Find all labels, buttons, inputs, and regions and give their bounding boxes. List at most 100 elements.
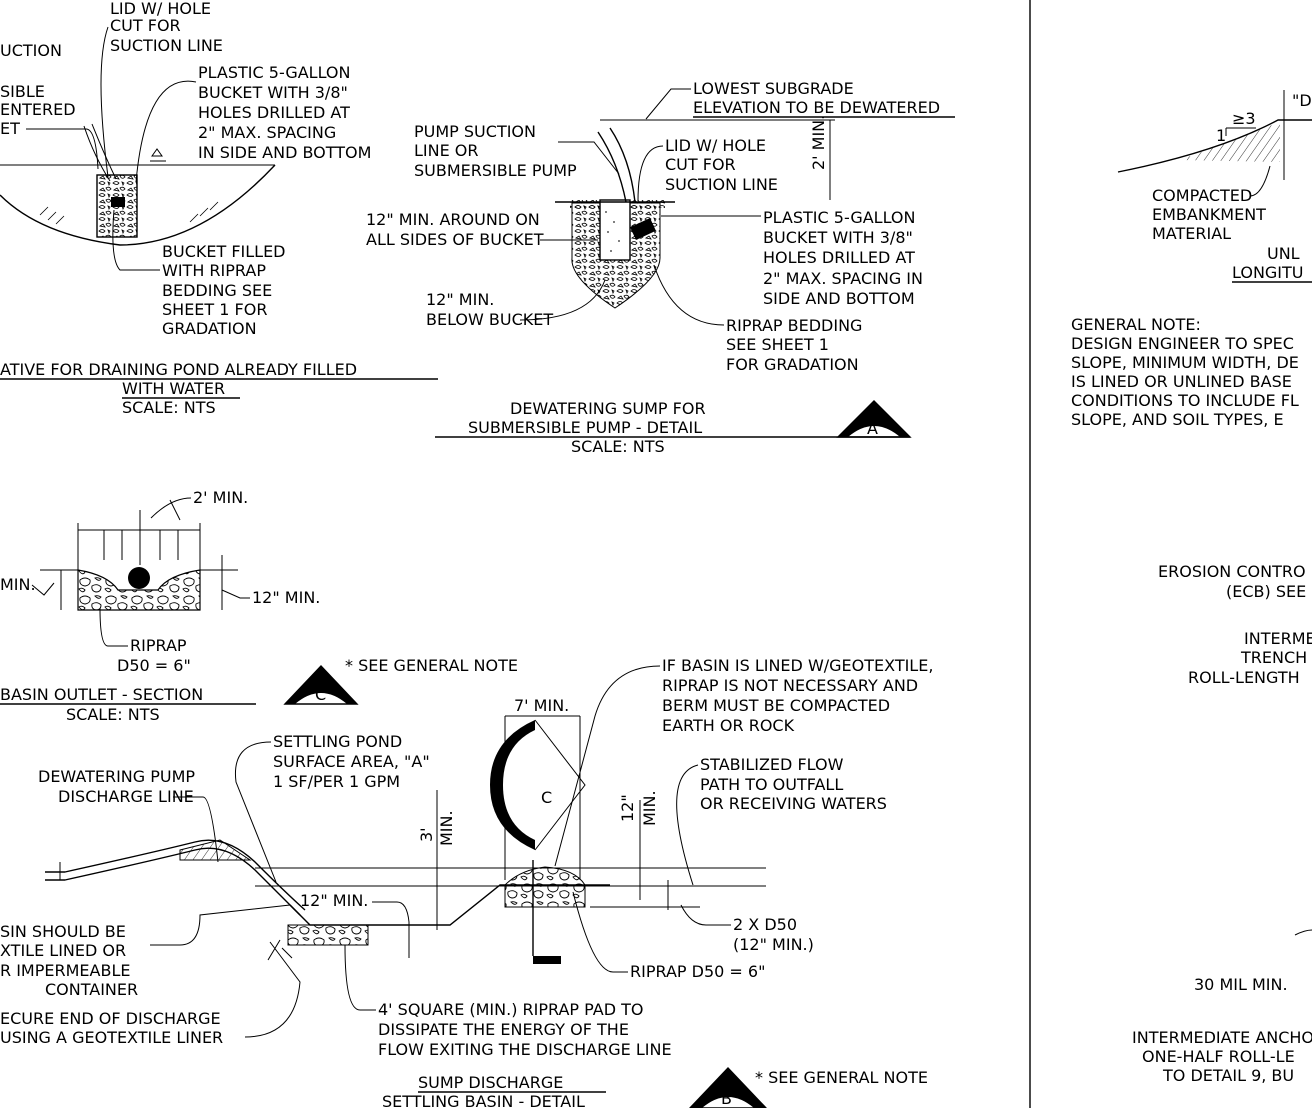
b-basin-4: CONTAINER: [45, 980, 138, 999]
c-min-left: MIN.: [0, 575, 36, 594]
a-riprap-1: RIPRAP BEDDING: [726, 316, 862, 335]
alt-filled-label-5: GRADATION: [162, 319, 257, 338]
b-lined-2: RIPRAP IS NOT NECESSARY AND: [662, 676, 918, 695]
a-title-2: SUBMERSIBLE PUMP - DETAIL: [468, 418, 702, 437]
b-berm-tag: C: [541, 788, 552, 807]
b-pump-1: DEWATERING PUMP: [38, 767, 195, 786]
r-general-note: GENERAL NOTE:: [1071, 315, 1201, 334]
r-note-3: IS LINED OR UNLINED BASE: [1071, 372, 1292, 391]
c-see-note: * SEE GENERAL NOTE: [345, 656, 518, 675]
r-interm-3: ROLL-LENGTH: [1188, 668, 1300, 687]
right-panel: "D ≥3 1 COMPACTED EMBANKMENT MATERIAL UN…: [1071, 90, 1312, 1085]
r-compacted-3: MATERIAL: [1152, 224, 1231, 243]
r-longitu: LONGITU: [1232, 263, 1304, 282]
a-scale: SCALE: NTS: [571, 437, 665, 456]
r-interm-2: TRENCH: [1240, 648, 1307, 667]
b-seven-min: 7' MIN.: [514, 696, 569, 715]
b-flow-1: STABILIZED FLOW: [700, 755, 844, 774]
b-riprap-d50: RIPRAP D50 = 6": [630, 962, 765, 981]
a-riprap-2: SEE SHEET 1: [726, 335, 829, 354]
alt-left-label-1: UCTION: [0, 41, 62, 60]
a-bucket-1: PLASTIC 5-GALLON: [763, 208, 915, 227]
a-lowest-2: ELEVATION TO BE DEWATERED: [693, 98, 940, 117]
alt-filled-label-3: BEDDING SEE: [162, 281, 272, 300]
a-bucket-4: 2" MAX. SPACING IN: [763, 269, 923, 288]
b-pond-3: 1 SF/PER 1 GPM: [273, 772, 400, 791]
r-note-2: SLOPE, MINIMUM WIDTH, DE: [1071, 353, 1299, 372]
b-twelve-num: 12": [618, 794, 637, 822]
r-interm-1: INTERME: [1244, 629, 1312, 648]
r-d-quote: "D: [1292, 91, 1312, 110]
a-lid-2: CUT FOR: [665, 155, 736, 174]
alt-bucket-label-3: HOLES DRILLED AT: [198, 103, 350, 122]
b-basin-1: SIN SHOULD BE: [0, 922, 126, 941]
r-unl: UNL: [1267, 244, 1300, 263]
r-note-5: SLOPE, AND SOIL TYPES, E: [1071, 410, 1284, 429]
r-ratio-3: ≥3: [1232, 109, 1256, 128]
b-secure-2: USING A GEOTEXTILE LINER: [0, 1028, 223, 1047]
c-twelve-min: 12" MIN.: [252, 588, 320, 607]
b-twelve-txt: MIN.: [640, 790, 659, 826]
b-pond-1: SETTLING POND: [273, 732, 402, 751]
a-riprap-3: FOR GRADATION: [726, 355, 859, 374]
a-lowest-1: LOWEST SUBGRADE: [693, 79, 854, 98]
r-note-4: CONDITIONS TO INCLUDE FL: [1071, 391, 1299, 410]
detail-b: IF BASIN IS LINED W/GEOTEXTILE, RIPRAP I…: [0, 656, 933, 1108]
c-d50: D50 = 6": [117, 656, 191, 675]
a-tag: A: [867, 419, 878, 438]
b-title-1: SUMP DISCHARGE: [418, 1073, 563, 1092]
alt-filled-label-1: BUCKET FILLED: [162, 242, 286, 261]
a-around-1: 12" MIN. AROUND ON: [366, 210, 540, 229]
alt-bucket-label-1: PLASTIC 5-GALLON: [198, 63, 350, 82]
b-basin-2: XTILE LINED OR: [0, 941, 126, 960]
r-anchor-3: TO DETAIL 9, BU: [1162, 1066, 1294, 1085]
b-basin-3: R IMPERMEABLE: [0, 961, 130, 980]
alt-scale: SCALE: NTS: [122, 398, 216, 417]
r-anchor-2: ONE-HALF ROLL-LE: [1142, 1047, 1295, 1066]
a-pump-2: LINE OR: [414, 141, 479, 160]
b-title-2: SETTLING BASIN - DETAIL: [382, 1092, 585, 1108]
alt-lid-label-1: LID W/ HOLE: [110, 0, 211, 18]
b-three-txt: MIN.: [437, 810, 456, 846]
a-bucket-2: BUCKET WITH 3/8": [763, 228, 913, 247]
b-pad-1: 4' SQUARE (MIN.) RIPRAP PAD TO: [378, 1000, 644, 1019]
b-see-note: * SEE GENERAL NOTE: [755, 1068, 928, 1087]
alt-title-2: WITH WATER: [122, 379, 225, 398]
alt-left-label-2: SIBLE: [0, 82, 45, 101]
c-riprap: RIPRAP: [130, 636, 187, 655]
c-title: BASIN OUTLET - SECTION: [0, 685, 203, 704]
c-two-min: 2' MIN.: [193, 488, 248, 507]
c-scale: SCALE: NTS: [66, 705, 160, 724]
b-twelve-min: 12" MIN.: [300, 891, 368, 910]
alt-filled-label-4: SHEET 1 FOR: [162, 300, 267, 319]
a-pump-3: SUBMERSIBLE PUMP: [414, 161, 577, 180]
alt-lid-label-3: SUCTION LINE: [110, 36, 223, 55]
alt-bucket-label-5: IN SIDE AND BOTTOM: [198, 143, 371, 162]
a-lid-1: LID W/ HOLE: [665, 136, 766, 155]
r-compacted-2: EMBANKMENT: [1152, 205, 1266, 224]
alt-title-1: ATIVE FOR DRAINING POND ALREADY FILLED: [0, 360, 357, 379]
b-secure-1: ECURE END OF DISCHARGE: [0, 1009, 221, 1028]
b-lined-4: EARTH OR ROCK: [662, 716, 795, 735]
alt-lid-label-2: CUT FOR: [110, 16, 181, 35]
b-two-x-1: 2 X D50: [733, 915, 797, 934]
alt-left-label-4: ET: [0, 119, 20, 138]
a-lid-3: SUCTION LINE: [665, 175, 778, 194]
b-flow-2: PATH TO OUTFALL: [700, 775, 843, 794]
alt-bucket-label-4: 2" MAX. SPACING: [198, 123, 336, 142]
detail-c: 2' MIN. 12" MIN. MIN. RIPRAP D50 = 6" * …: [0, 488, 518, 724]
alt-bucket-label-2: BUCKET WITH 3/8": [198, 83, 348, 102]
b-flow-3: OR RECEIVING WATERS: [700, 794, 887, 813]
a-around-2: ALL SIDES OF BUCKET: [366, 230, 544, 249]
r-erosion-1: EROSION CONTRO: [1158, 562, 1306, 581]
r-compacted-1: COMPACTED: [1152, 186, 1252, 205]
a-two-min: 2' MIN.: [809, 115, 828, 170]
r-note-1: DESIGN ENGINEER TO SPEC: [1071, 334, 1294, 353]
alt-filled-label-2: WITH RIPRAP: [162, 261, 266, 280]
r-mil: 30 MIL MIN.: [1194, 975, 1288, 994]
b-pad-2: DISSIPATE THE ENERGY OF THE: [378, 1020, 629, 1039]
b-tag: B: [721, 1089, 732, 1108]
a-pump-1: PUMP SUCTION: [414, 122, 536, 141]
detail-a: LOWEST SUBGRADE ELEVATION TO BE DEWATERE…: [366, 79, 955, 456]
